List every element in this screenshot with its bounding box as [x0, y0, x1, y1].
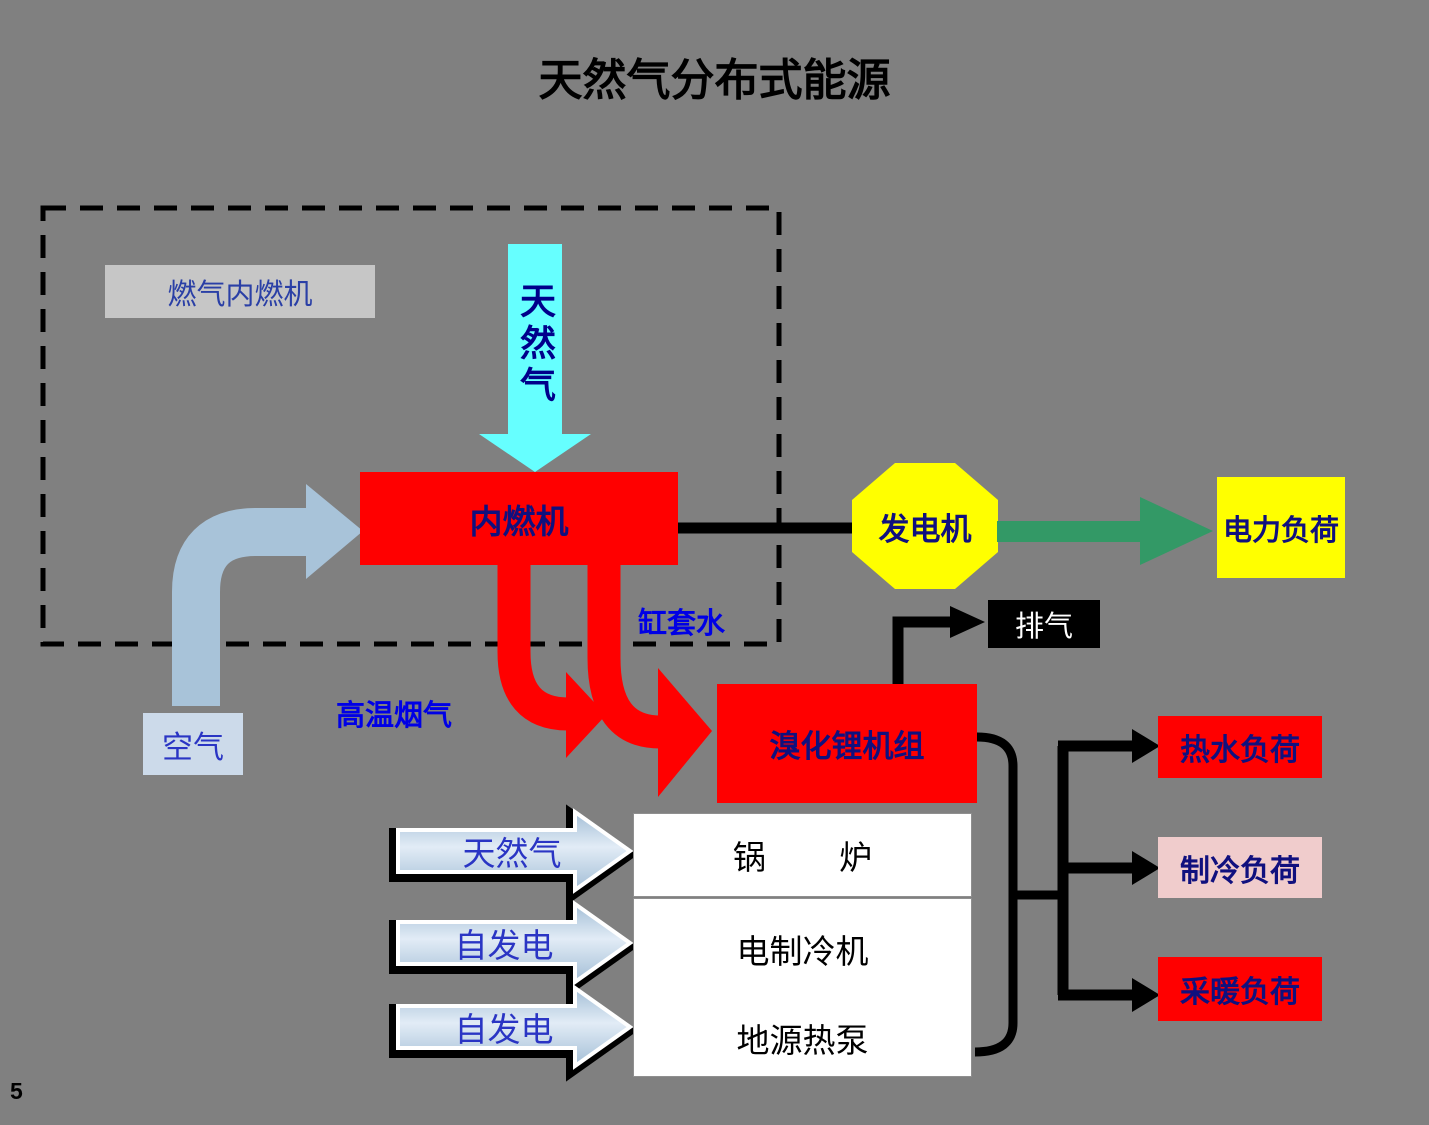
generator-label: 发电机: [878, 511, 972, 547]
exhaust-box: 排气: [988, 600, 1100, 648]
natural-gas-arrow-label: 天然气: [462, 837, 562, 873]
jacket-water-label: 缸套水: [638, 608, 726, 640]
libr-unit-box: 溴化锂机组: [717, 684, 977, 803]
exhaust-arrowhead: [950, 606, 985, 638]
exhaust-connector: [892, 616, 950, 690]
ground-source-heat-pump-label: 地源热泵: [736, 1021, 869, 1059]
hot-water-load-box: 热水负荷: [1158, 716, 1322, 778]
engine-module-dashed-border: [40, 205, 782, 647]
engine-module-label: 燃气内燃机: [105, 265, 375, 318]
group-brace: [974, 732, 1018, 1057]
flue-gas-label: 高温烟气: [336, 700, 453, 732]
jacket-water-arrow: [587, 558, 661, 749]
chiller-heatpump-box: 电制冷机 地源热泵: [633, 898, 972, 1077]
self-power-block-arrow-1: [389, 896, 638, 998]
boiler-box: 锅 炉: [633, 813, 972, 897]
cooling-load-box: 制冷负荷: [1158, 837, 1322, 898]
engine-box: 内燃机: [360, 472, 678, 565]
jacket-water-arrowhead: [658, 668, 712, 797]
page-title: 天然气分布式能源: [538, 56, 891, 105]
natural-gas-block-arrow: [389, 804, 638, 906]
self-power-arrow-label-2: 自发电: [454, 1013, 554, 1049]
electric-chiller-label: 电制冷机: [736, 933, 869, 970]
hot-water-arrowhead: [1132, 729, 1160, 763]
page-number: 5: [10, 1078, 23, 1104]
generator-octagon: [852, 463, 998, 589]
flue-gas-arrowhead: [566, 672, 606, 758]
air-flow-arrowhead: [306, 484, 363, 579]
electric-load-box: 电力负荷: [1217, 477, 1345, 578]
natural-gas-input-label: 天然气: [515, 282, 555, 408]
heating-load-box: 采暖负荷: [1158, 957, 1322, 1021]
self-power-block-arrow-2: [389, 980, 638, 1082]
electricity-arrow: [997, 497, 1213, 565]
natural-gas-down-arrow: [479, 244, 591, 472]
cooling-arrowhead: [1132, 851, 1160, 885]
air-flow-arrow: [172, 508, 306, 706]
air-label-box: 空气: [143, 713, 243, 775]
self-power-arrow-label-1: 自发电: [454, 929, 554, 965]
heating-arrowhead: [1132, 978, 1160, 1012]
flue-gas-arrow: [497, 558, 569, 731]
